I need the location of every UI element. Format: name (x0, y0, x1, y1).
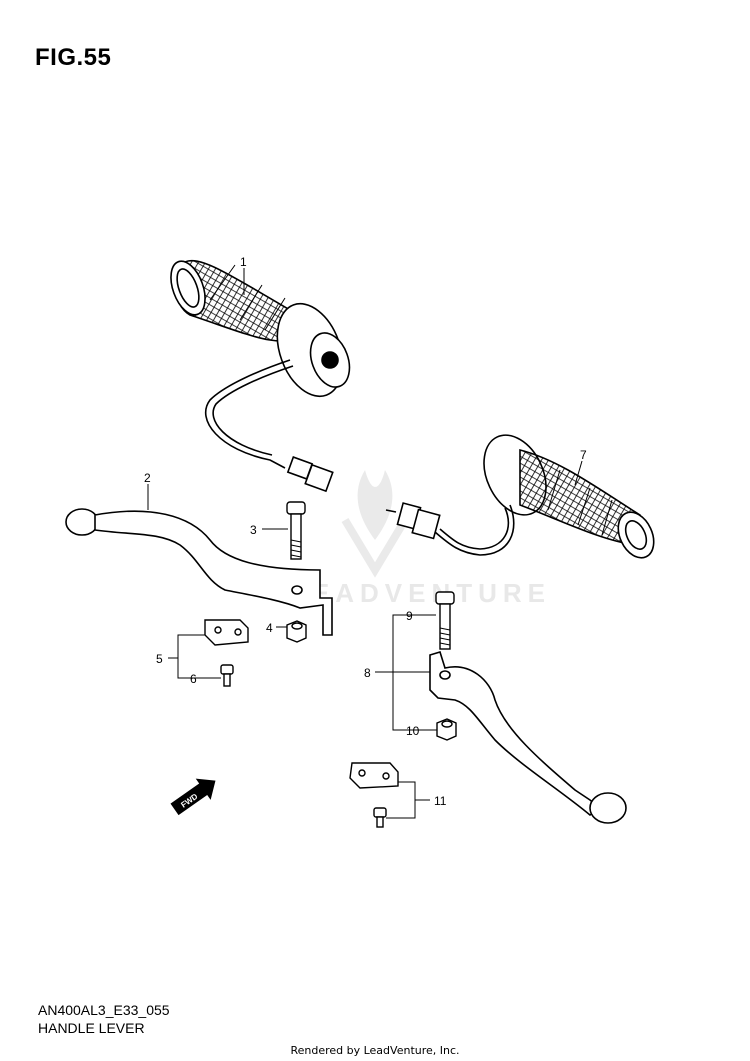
callout-1: 1 (240, 255, 247, 269)
left-grip-assembly (170, 259, 351, 493)
figure-name: HANDLE LEVER (38, 1020, 145, 1036)
fwd-arrow-icon: FWD (170, 778, 216, 816)
nut-left (286, 620, 307, 643)
callout-8: 8 (364, 666, 371, 680)
brake-switch-right (349, 762, 399, 828)
right-lever (429, 651, 627, 824)
callout-6: 6 (190, 672, 197, 686)
nut-right (436, 718, 457, 741)
brake-switch-left (204, 619, 249, 687)
callout-2: 2 (144, 471, 151, 485)
callout-10: 10 (406, 724, 420, 738)
callout-4: 4 (266, 621, 273, 635)
callout-3: 3 (250, 523, 257, 537)
pivot-bolt-left (286, 501, 306, 560)
callout-5: 5 (156, 652, 163, 666)
left-lever (65, 508, 333, 636)
figure-code: AN400AL3_E33_055 (38, 1002, 170, 1018)
pivot-bolt-right (435, 591, 455, 650)
render-credit: Rendered by LeadVenture, Inc. (290, 1044, 460, 1057)
callout-9: 9 (406, 609, 413, 623)
callout-7: 7 (580, 448, 587, 462)
callout-11: 11 (434, 794, 447, 808)
right-grip-assembly (385, 434, 655, 559)
leader-lines (147, 268, 583, 819)
watermark-logo (341, 470, 409, 578)
figure-title: FIG.55 (35, 44, 112, 71)
